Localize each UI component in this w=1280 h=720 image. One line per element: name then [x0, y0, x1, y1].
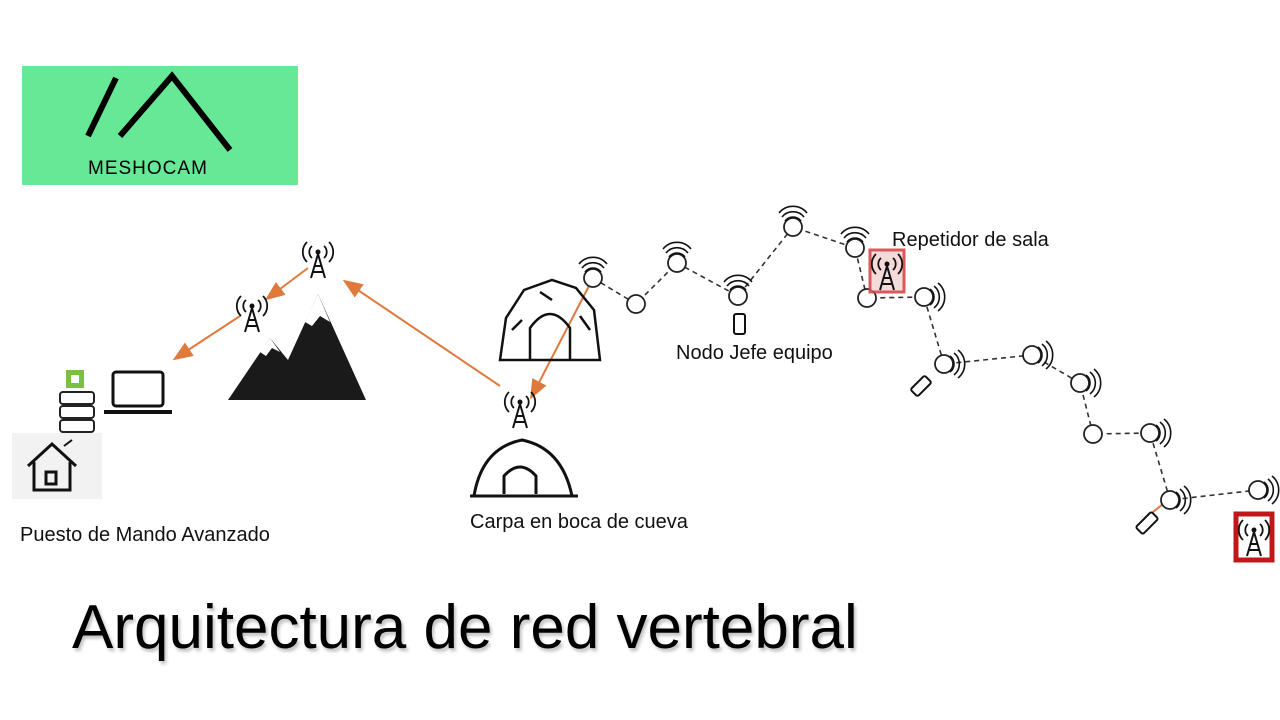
laptop-icon: [104, 370, 172, 414]
antenna-tower-icon: [503, 391, 537, 429]
label-base: Puesto de Mando Avanzado: [20, 524, 270, 546]
mesh-node: [934, 354, 954, 374]
mesh-node: [783, 217, 803, 237]
mesh-node: [1083, 424, 1103, 444]
page-title: Arquitectura de red vertebral: [72, 593, 858, 662]
mesh-node: [1248, 480, 1268, 500]
mesh-node: [1140, 423, 1160, 443]
mountain-icon: [228, 294, 366, 400]
logo-wordmark: MESHOCAM: [88, 158, 208, 179]
mesh-node: [583, 268, 603, 288]
mesh-node: [728, 286, 748, 306]
mesh-node: [845, 238, 865, 258]
logo-box: [22, 66, 298, 185]
mesh-node: [626, 294, 646, 314]
house-panel: [12, 433, 102, 499]
mesh-nodes: [583, 217, 1268, 510]
label-chief-node: Nodo Jefe equipo: [676, 342, 833, 364]
mesh-node: [667, 253, 687, 273]
mesh-node: [1160, 490, 1180, 510]
room-repeater: [868, 248, 906, 294]
radio-handheld-icon: [910, 375, 1159, 535]
chip-icon: [66, 370, 84, 388]
mesh-node: [1070, 373, 1090, 393]
tent-icon: [470, 438, 578, 498]
server-icon: [59, 391, 95, 433]
cave-icon: [498, 278, 602, 362]
antenna-tower-icon: [301, 241, 335, 279]
mesh-node: [914, 287, 934, 307]
label-tent: Carpa en boca de cueva: [470, 511, 688, 533]
house-icon: [26, 439, 78, 492]
final-repeater: [1233, 511, 1275, 563]
mesh-node: [1022, 345, 1042, 365]
label-repeater: Repetidor de sala: [892, 229, 1049, 251]
logo-icon: [22, 66, 298, 185]
antenna-tower-icon: [235, 295, 269, 333]
phone-icon: [733, 313, 746, 335]
